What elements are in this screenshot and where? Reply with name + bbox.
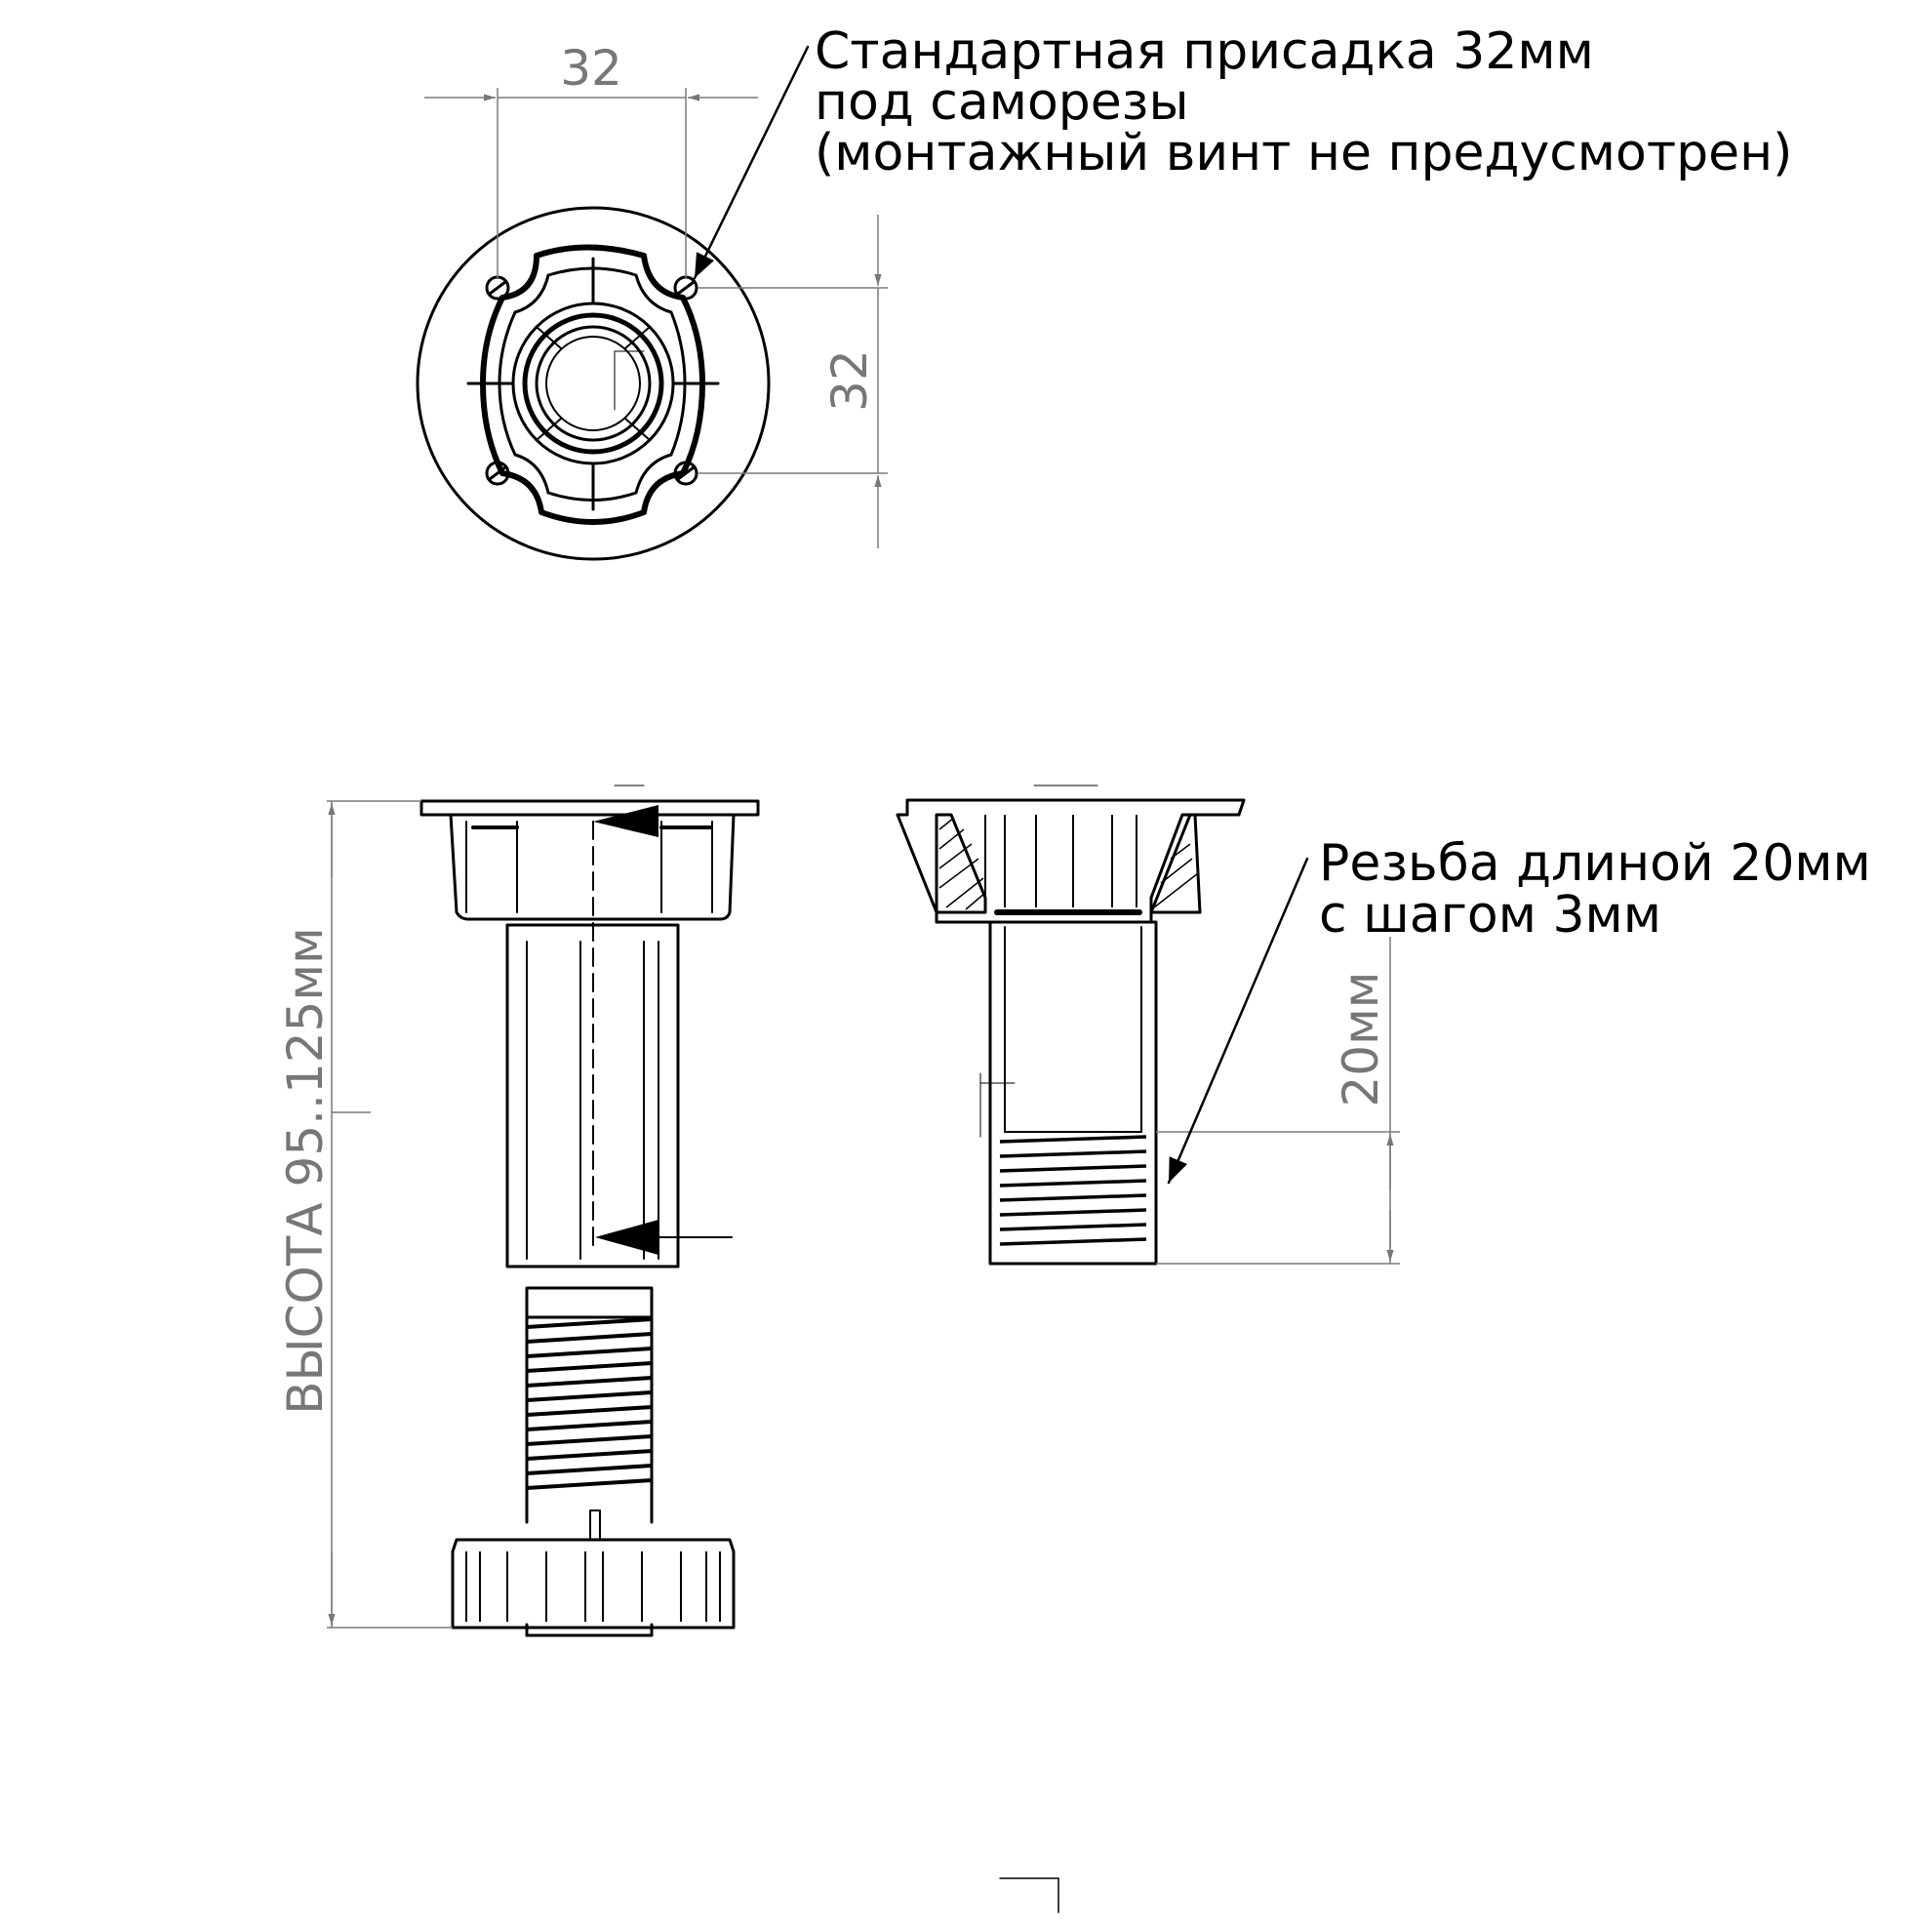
screw-hole-icon	[673, 461, 698, 486]
screw-hole-icon	[673, 275, 698, 301]
mounting-note-line3: (монтажный винт не предусмотрен)	[815, 124, 1792, 182]
top-height-dimension: 32	[698, 215, 888, 548]
top-view	[416, 206, 771, 561]
section-view	[896, 785, 1246, 1266]
thread-leader-line	[1167, 857, 1309, 1185]
screw-hole-icon	[485, 275, 510, 301]
thread-lines	[526, 1317, 653, 1490]
thread-note-line2: с шагом 3мм	[1319, 886, 1661, 945]
mounting-note: Стандартная присадка 32мм под саморезы (…	[815, 22, 1792, 182]
thread-note: Резьба длиной 20мм с шагом 3мм	[1319, 834, 1871, 945]
mounting-leader-line	[693, 45, 810, 280]
origin-marker	[999, 1877, 1059, 1913]
thread-length-dimension: 20мм	[1156, 937, 1400, 1265]
total-height-dimension: ВЫСОТА 95..125мм	[277, 800, 453, 1629]
front-view	[419, 785, 760, 1637]
top-width-dimension: 32	[424, 40, 758, 278]
mounting-note-line1: Стандартная присадка 32мм	[815, 22, 1594, 81]
top-width-value: 32	[560, 40, 622, 97]
total-height-value: ВЫСОТА 95..125мм	[277, 927, 334, 1415]
top-height-value: 32	[821, 349, 878, 412]
mounting-note-line2: под саморезы	[815, 73, 1189, 132]
thread-length-value: 20мм	[1333, 971, 1389, 1107]
thread-note-line1: Резьба длиной 20мм	[1319, 834, 1871, 893]
screw-hole-icon	[485, 461, 510, 486]
internal-thread-lines	[999, 1135, 1147, 1246]
